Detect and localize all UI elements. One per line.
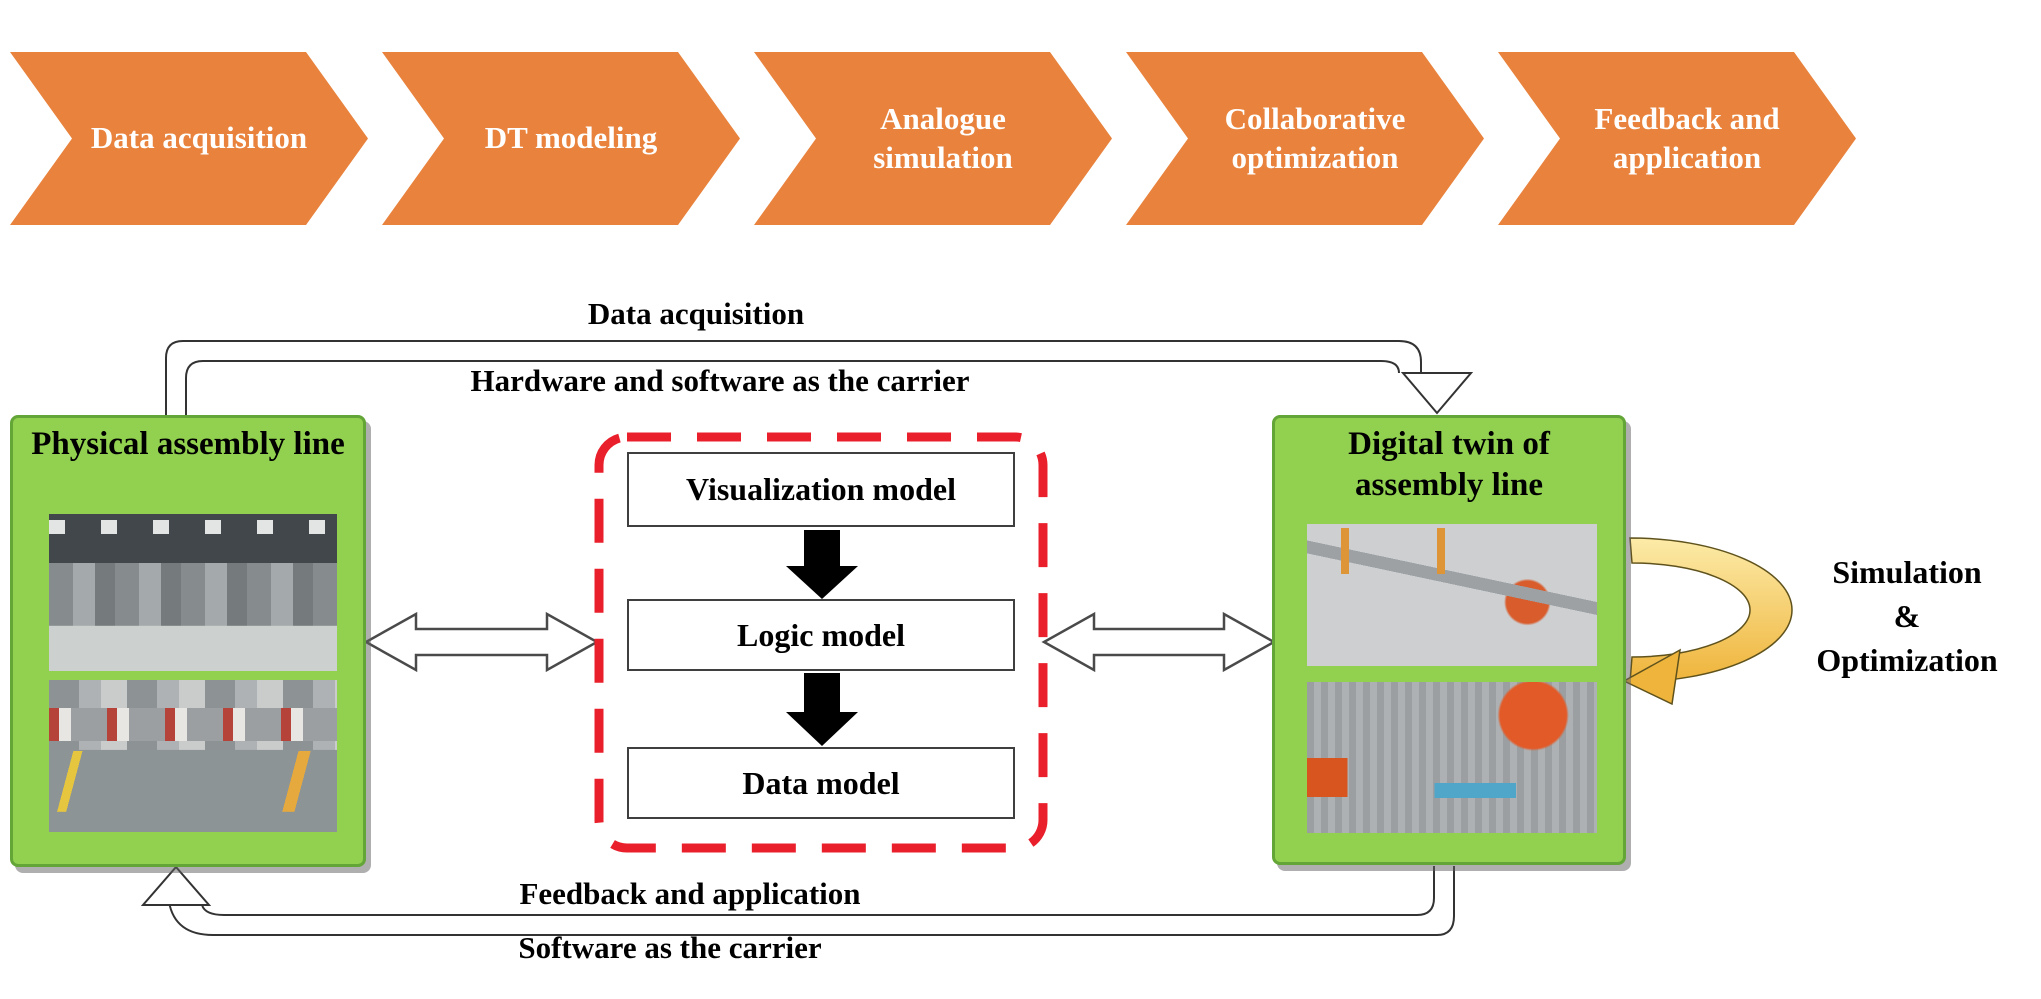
digital-box-title: Digital twin of assembly line (1348, 426, 1550, 504)
visualization-model-box: Visualization model (627, 452, 1015, 527)
chevron-data-acquisition: Data acquisition (10, 52, 368, 225)
physical-box-title: Physical assembly line (31, 426, 345, 462)
double-arrow-models-digital-icon (1041, 611, 1277, 673)
physical-line-photo-1 (49, 514, 337, 671)
physical-assembly-line-box: Physical assembly line (10, 415, 366, 867)
chevron-dt-modeling: DT modeling (382, 52, 740, 225)
bottom-flow-title: Feedback and application (519, 876, 861, 911)
simulation-line: Simulation (1832, 554, 1982, 590)
ampersand-line: & (1893, 598, 1921, 634)
bottom-band-arrowhead-up-icon (140, 865, 212, 906)
chevron-collaborative-optimization: Collaborative optimization (1126, 52, 1484, 225)
data-model-box: Data model (627, 747, 1015, 819)
top-flow-subtitle: Hardware and software as the carrier (470, 363, 970, 398)
optimization-line: Optimization (1816, 642, 1998, 678)
double-arrow-physical-models-icon (363, 611, 600, 673)
arrow-logic-to-data-icon (786, 673, 858, 746)
chevron-feedback-application: Feedback and application (1498, 52, 1856, 225)
physical-line-photo-2 (49, 680, 337, 832)
arrow-visualization-to-logic-icon (786, 530, 858, 599)
bottom-flow-subtitle: Software as the carrier (518, 930, 822, 965)
process-chevron-row: Data acquisition DT modeling Analogue si… (10, 52, 1856, 225)
digital-twin-render-1 (1307, 524, 1597, 666)
digital-twin-box: Digital twin of assembly line (1272, 415, 1626, 865)
top-flow-title: Data acquisition (587, 296, 805, 331)
simulation-optimization-label: Simulation & Optimization (1762, 556, 2041, 688)
logic-model-box: Logic model (627, 599, 1015, 671)
top-band-arrowhead-down-icon (1400, 372, 1474, 415)
simulation-loop-arrowhead-icon (1622, 648, 1681, 706)
chevron-analogue-simulation: Analogue simulation (754, 52, 1112, 225)
digital-twin-render-2 (1307, 682, 1597, 833)
